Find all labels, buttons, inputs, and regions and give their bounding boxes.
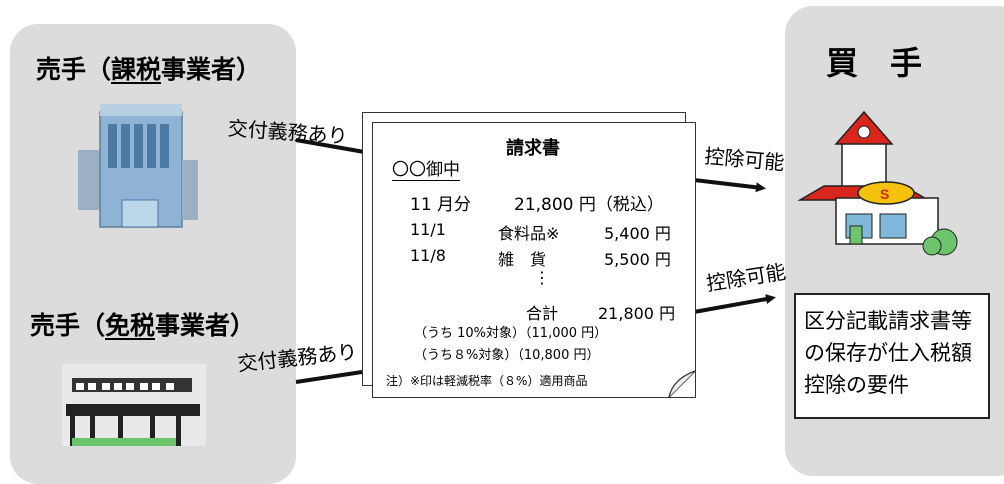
invoice-breakdown-10: （うち 10%対象）（11,000 円） <box>414 326 608 341</box>
invoice-recipient: 〇〇御中 <box>392 160 460 181</box>
arrow-deductible-bottom <box>693 294 776 314</box>
invoice-item-amount: 5,500 円 <box>604 250 671 269</box>
arrow-seller-taxable <box>295 138 371 155</box>
invoice-title: 請求書 <box>506 138 560 159</box>
invoice-item-name: 食料品※ <box>498 224 560 243</box>
invoice-summary-amount: 21,800 円（税込） <box>514 195 664 215</box>
invoice-breakdown-8: （うち８%対象）（10,800 円） <box>414 348 600 363</box>
convenience-store-icon: S <box>797 110 958 256</box>
flow-connectors <box>295 138 776 384</box>
invoice-item-date: 11/1 <box>410 220 446 239</box>
invoice-ellipsis: ⋮ <box>534 268 550 287</box>
buyer-title: 買 手 <box>826 44 923 82</box>
requirement-note: 区分記載請求書等の保存が仕入税額控除の要件 <box>794 293 990 419</box>
arrow-seller-exempt <box>295 370 363 384</box>
requirement-text: 区分記載請求書等の保存が仕入税額控除の要件 <box>804 309 972 397</box>
invoice-footnote: 注）※印は軽減税率（８%）適用商品 <box>386 374 588 388</box>
invoice-summary-month: 11 月分 <box>410 195 472 215</box>
invoice-total-label: 合計 <box>526 304 559 323</box>
invoice-item-name: 雑 貨 <box>498 250 547 269</box>
invoice-item-amount: 5,400 円 <box>604 224 671 243</box>
invoice-total-amount: 21,800 円 <box>598 304 676 323</box>
seller-exempt-title: 売手（免税事業者） <box>30 311 256 340</box>
invoice-document <box>372 122 696 398</box>
office-building-icon <box>78 104 198 228</box>
invoice-item-date: 11/8 <box>410 246 446 265</box>
small-shop-icon <box>62 364 206 446</box>
page-curl-icon <box>668 370 696 398</box>
arrow-deductible-top <box>693 178 766 193</box>
seller-taxable-title: 売手（課税事業者） <box>36 55 262 84</box>
svg-text:S: S <box>880 186 889 202</box>
